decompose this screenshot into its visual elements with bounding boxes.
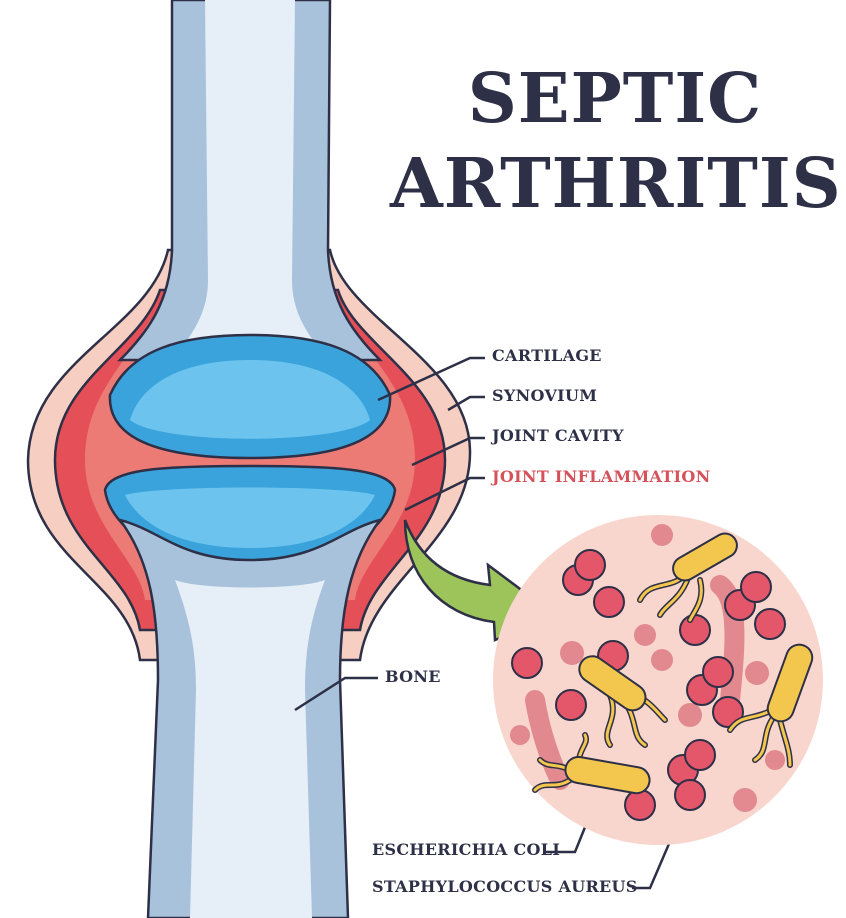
label-escherichia-coli: ESCHERICHIA COLI <box>372 840 561 859</box>
title-line-2: ARTHRITIS <box>390 144 842 224</box>
label-synovium: SYNOVIUM <box>492 386 598 405</box>
label-joint-inflammation: JOINT INFLAMMATION <box>492 467 711 486</box>
magnified-view <box>493 515 823 845</box>
title-line-1: SEPTIC <box>467 59 763 139</box>
background-cells <box>510 524 785 812</box>
staphylococcus-aureus-cocci <box>511 549 786 821</box>
label-bone: BONE <box>385 667 441 686</box>
escherichia-coli-bacteria <box>532 532 814 795</box>
label-staphylococcus-aureus: STAPHYLOCOCCUS AUREUS <box>372 877 638 896</box>
label-cartilage: CARTILAGE <box>492 346 602 365</box>
label-joint-cavity: JOINT CAVITY <box>492 426 624 445</box>
